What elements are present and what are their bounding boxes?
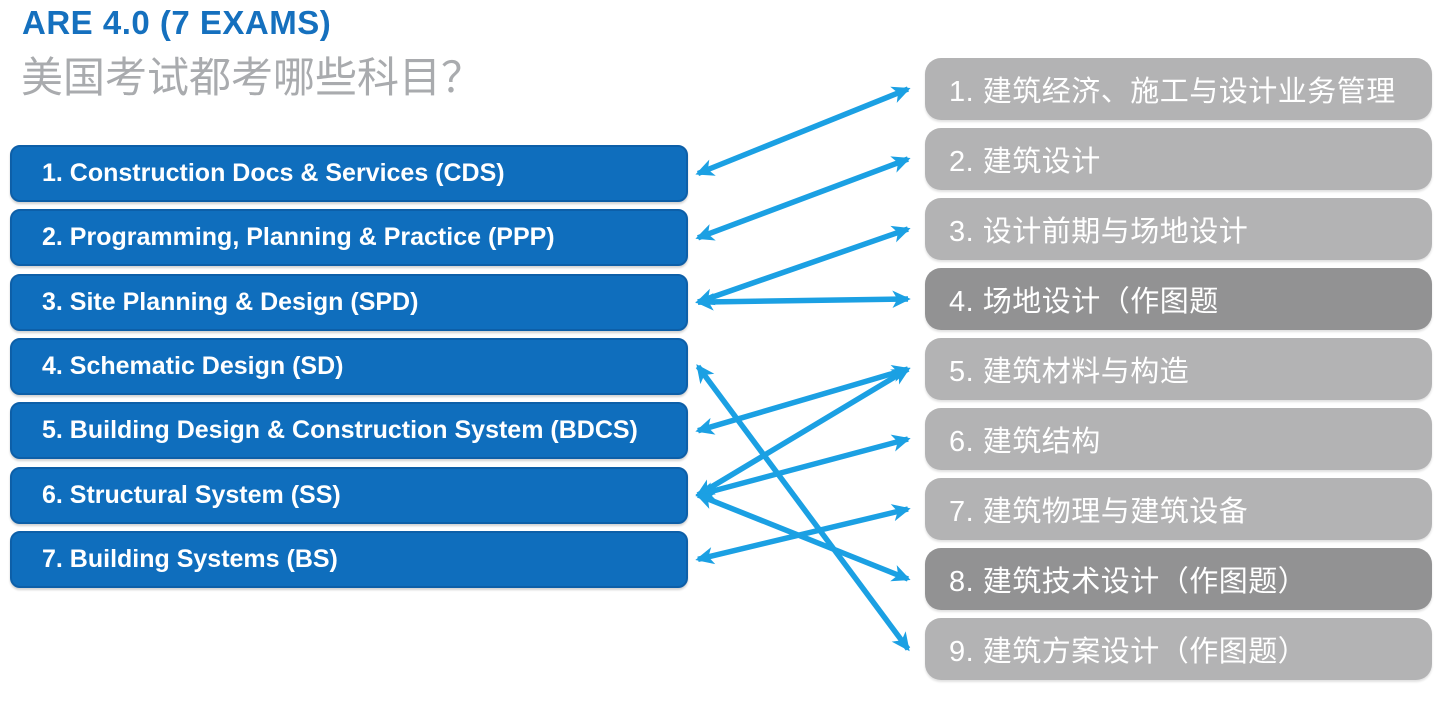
are-exam-box: 1. Construction Docs & Services (CDS) (10, 145, 688, 202)
cn-subject-box: 6. 建筑结构 (925, 408, 1432, 470)
cn-subject-box: 7. 建筑物理与建筑设备 (925, 478, 1432, 540)
cn-subject-label: 3. 设计前期与场地设计 (949, 216, 1249, 248)
cn-subject-label: 4. 场地设计（作图题 (949, 286, 1219, 318)
cn-subject-box: 2. 建筑设计 (925, 128, 1432, 190)
cn-subject-label: 7. 建筑物理与建筑设备 (949, 496, 1249, 528)
are-exam-label: 6. Structural System (SS) (42, 480, 341, 509)
connection-arrow (695, 504, 911, 565)
are-exam-label: 1. Construction Docs & Services (CDS) (42, 159, 505, 187)
are-exam-box: 3. Site Planning & Design (SPD) (10, 273, 688, 331)
cn-subject-label: 1. 建筑经济、施工与设计业务管理 (949, 76, 1396, 108)
are-exam-box: 7. Building Systems (BS) (10, 530, 688, 588)
slide-subtitle: 美国考试都考哪些科目？ (21, 54, 484, 101)
cn-subject-box: 3. 设计前期与场地设计 (925, 198, 1432, 260)
cn-subject-label: 9. 建筑方案设计（作图题） (949, 636, 1308, 668)
connection-arrow (695, 434, 911, 500)
are-exam-label: 7. Building Systems (BS) (42, 544, 338, 573)
are-exam-box: 2. Programming, Planning & Practice (PPP… (10, 209, 688, 267)
cn-subject-label: 5. 建筑材料与构造 (949, 356, 1190, 388)
are-exam-label: 3. Site Planning & Design (SPD) (42, 287, 419, 316)
connection-arrow (695, 365, 911, 435)
connection-arrow (695, 290, 911, 311)
cn-subject-box: 4. 场地设计（作图题 (925, 268, 1432, 330)
cn-subject-label: 6. 建筑结构 (949, 426, 1101, 458)
cn-subject-label: 8. 建筑技术设计（作图题） (949, 566, 1308, 598)
cn-subject-box: 1. 建筑经济、施工与设计业务管理 (925, 58, 1432, 120)
connection-arrow (695, 86, 911, 177)
connection-arrow (695, 364, 911, 652)
cn-subject-label: 2. 建筑设计 (949, 146, 1101, 178)
cn-subject-box: 8. 建筑技术设计（作图题） (925, 548, 1432, 610)
connection-arrow (695, 492, 911, 582)
are-exam-label: 5. Building Design & Construction System… (42, 416, 638, 445)
are-exams-list: 1. Construction Docs & Services (CDS) 2. … (10, 145, 688, 645)
connection-arrow (695, 156, 911, 241)
cn-subject-box: 5. 建筑材料与构造 (925, 338, 1432, 400)
are-exam-label: 2. Programming, Planning & Practice (PPP… (42, 223, 555, 252)
connection-arrow (695, 225, 911, 306)
cn-subject-box: 9. 建筑方案设计（作图题） (925, 618, 1432, 680)
cn-subjects-list: 1. 建筑经济、施工与设计业务管理 2. 建筑设计 3. 设计前期与场地设计 4. 场… (925, 58, 1432, 680)
slide-title: ARE 4.0 (7 EXAMS) (22, 4, 332, 41)
are-exam-box: 5. Building Design & Construction System… (10, 402, 688, 460)
connection-arrow (695, 366, 911, 498)
are-exam-box: 6. Structural System (SS) (10, 466, 688, 524)
are-exam-label: 4. Schematic Design (SD) (42, 351, 344, 380)
are-exam-box: 4. Schematic Design (SD) (10, 337, 688, 395)
